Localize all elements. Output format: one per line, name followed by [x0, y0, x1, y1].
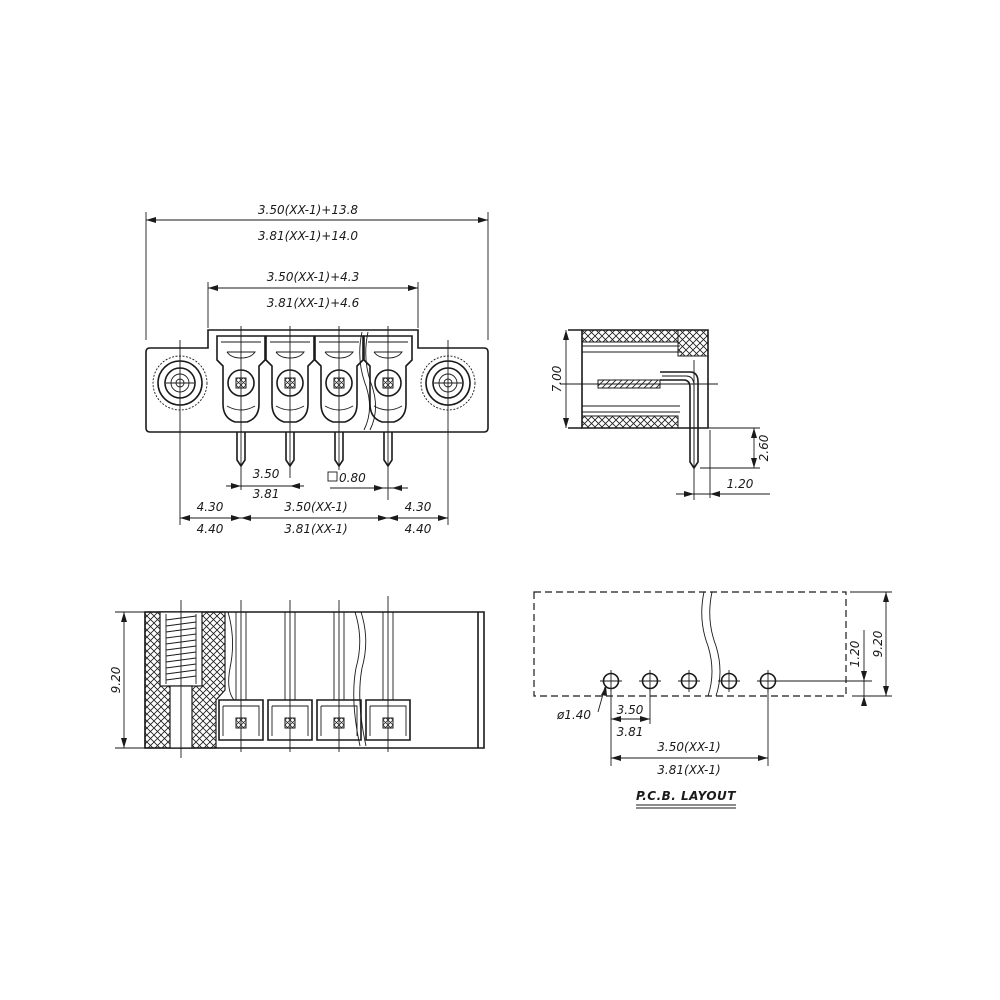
- label-side-height: 7.00: [550, 365, 564, 392]
- label-opening-350: 3.50(XX-1)+4.3: [267, 270, 360, 284]
- label-pcb-pitch-350: 3.50: [617, 703, 644, 717]
- bottom-contacts: [218, 612, 411, 741]
- dim-side-height: 7.00: [550, 330, 569, 428]
- label-pcb-span-350: 3.50(XX-1): [657, 740, 720, 754]
- label-overall-350: 3.50(XX-1)+13.8: [258, 203, 359, 217]
- label-overall-381: 3.81(XX-1)+14.0: [258, 229, 359, 243]
- label-pitch-350: 3.50: [253, 467, 280, 481]
- pcb-outline: [533, 591, 847, 697]
- front-body-outline: [145, 329, 489, 433]
- label-end-left-350: 4.30: [197, 500, 224, 514]
- dim-pcb-pitch: 3.50 3.81: [610, 690, 769, 766]
- pcb-holes: [600, 670, 779, 692]
- bottom-view: 9.20: [109, 596, 485, 758]
- label-bottom-height: 9.20: [109, 666, 123, 693]
- pcb-title-text: P.C.B. LAYOUT: [636, 789, 736, 803]
- label-pin-square: 0.80: [339, 471, 366, 485]
- side-view: 7.00 2.60 1.20: [550, 329, 771, 500]
- label-pcb-span-381: 3.81(XX-1): [657, 763, 720, 777]
- dim-pin-length: 2.60: [700, 427, 771, 469]
- dim-overall-width: 3.50(XX-1)+13.8 3.81(XX-1)+14.0: [145, 203, 489, 340]
- label-pcb-pitch-381: 3.81: [617, 725, 644, 739]
- bottom-centerlines: [240, 596, 389, 752]
- dim-row-offset: 1.20: [848, 630, 867, 706]
- dim-opening-width: 3.50(XX-1)+4.3 3.81(XX-1)+4.6: [207, 270, 419, 328]
- label-span-381: 3.81(XX-1): [284, 522, 347, 536]
- label-pcb-height: 9.20: [871, 630, 885, 657]
- label-pitch-381: 3.81: [253, 487, 280, 501]
- front-pins: [236, 432, 393, 468]
- label-opening-381: 3.81(XX-1)+4.6: [267, 296, 360, 310]
- front-centerlines: [166, 326, 462, 525]
- dim-pcb-height: 9.20: [871, 592, 889, 696]
- label-end-right-350: 4.30: [405, 500, 432, 514]
- dim-pitch: 3.50 3.81: [226, 467, 304, 501]
- dim-hole-dia: ø1.40: [556, 686, 607, 722]
- dim-pin-square: 0.80: [327, 471, 408, 491]
- label-end-left-381: 4.40: [197, 522, 224, 536]
- pcb-layout: 1.20 9.20 ø1.40 3.50 3.81: [533, 591, 892, 809]
- terminal-pockets: [216, 335, 413, 423]
- label-span-350: 3.50(XX-1): [284, 500, 347, 514]
- dim-pcb-span: 3.50(XX-1) 3.81(XX-1): [611, 740, 768, 777]
- label-row-offset: 1.20: [848, 640, 862, 667]
- label-hole-dia: ø1.40: [556, 708, 591, 722]
- label-pin-length: 2.60: [757, 434, 771, 461]
- dim-pin-offset: 1.20: [676, 430, 770, 498]
- dim-bottom-height: 9.20: [109, 611, 145, 749]
- label-pin-offset: 1.20: [727, 477, 754, 491]
- front-view: 3.50(XX-1)+13.8 3.81(XX-1)+14.0 3.50(XX-…: [145, 203, 489, 536]
- label-end-right-381: 4.40: [405, 522, 432, 536]
- dim-bottom-row: 4.30 4.40 3.50(XX-1) 3.81(XX-1) 4.30 4.4…: [180, 500, 448, 536]
- pcb-layout-title: P.C.B. LAYOUT: [636, 789, 736, 809]
